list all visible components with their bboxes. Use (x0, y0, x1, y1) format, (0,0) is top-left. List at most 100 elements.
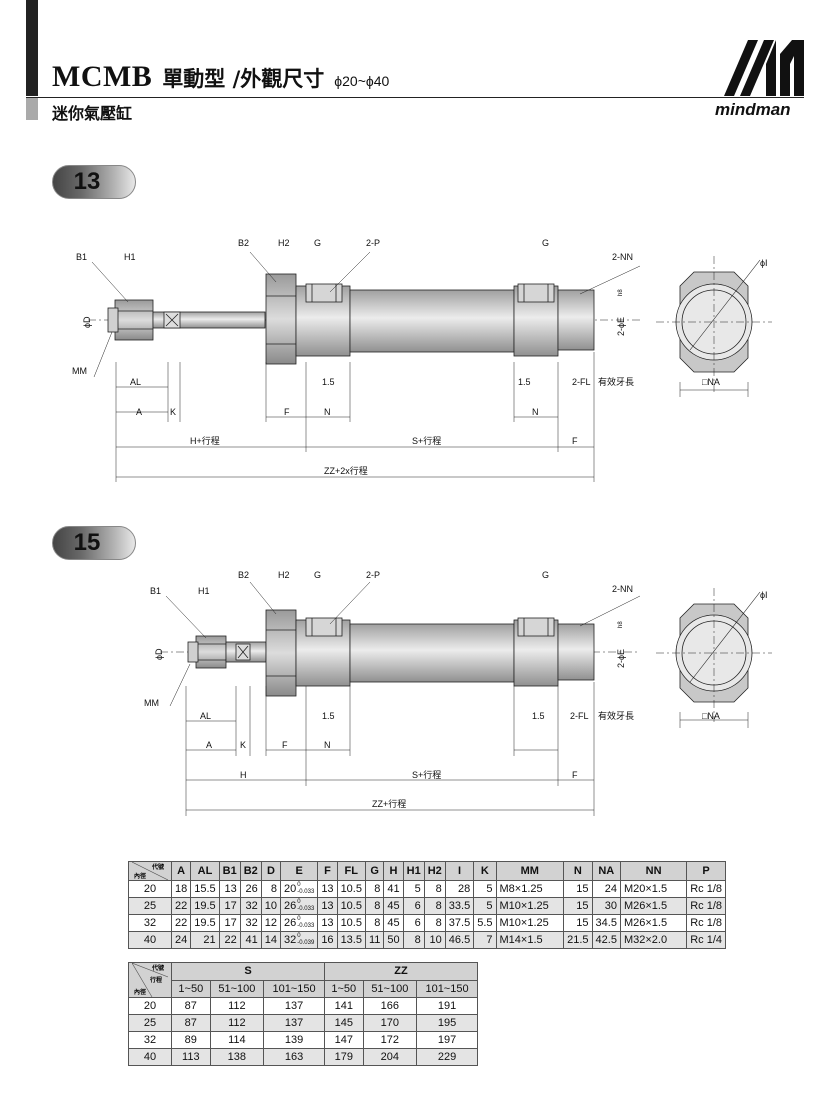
dim-label-k: K (170, 407, 176, 417)
cell-e-value: 20 (284, 883, 297, 895)
cell-mm: M10×1.25 (495, 914, 565, 932)
dim-label-phi-d: ϕD (82, 316, 92, 328)
dim-label-b1: B1 (76, 252, 87, 262)
dim-label-na: □NA (702, 377, 720, 387)
dim-label-h-stroke: H+行程 (190, 435, 220, 446)
cell-stroke-value: 139 (263, 1031, 325, 1049)
header-rule (26, 97, 804, 98)
brand-name: mindman (715, 100, 791, 119)
dim-label-phi-i: ϕI (760, 258, 768, 268)
cell-stroke-value: 204 (362, 1048, 418, 1066)
range-header: 1~50 (323, 979, 364, 998)
cylinder-drawing-15: B1 H1 B2 H2 G 2-P G 2-NN ϕI ϕD 2-ϕE h8 M… (144, 570, 772, 816)
subtitle-marker (26, 98, 38, 120)
cell-stroke-value: 145 (323, 1014, 364, 1032)
corner-bore: 內徑 (134, 872, 146, 880)
corner-code: 代號 (151, 964, 164, 972)
dim-label-thread-length: 有效牙長 (598, 710, 634, 721)
dim-label-zz: ZZ+2x行程 (324, 465, 368, 476)
cell-stroke-value: 112 (209, 997, 265, 1015)
dim-label-h: H (240, 770, 247, 780)
dim-label-fl: 2-FL (572, 377, 591, 387)
cell-e-tolerance: 0-0.033 (297, 882, 314, 896)
col-header: H (383, 861, 404, 881)
cell-n: 15 (563, 914, 593, 932)
dim-label-s-stroke: S+行程 (412, 435, 441, 446)
dim-label-k: K (240, 740, 246, 750)
cell-i: 46.5 (444, 931, 475, 949)
col-header: K (473, 861, 497, 881)
cell-e-tolerance: 0-0.033 (297, 916, 314, 930)
cell-na: 24 (591, 880, 621, 898)
cell-f: 13 (317, 897, 338, 915)
cell-h2: 8 (423, 897, 446, 915)
title-type: 單動型 /外觀尺寸 (162, 66, 325, 91)
range-header: 101~150 (416, 979, 478, 998)
table-corner: 代號 內徑 (128, 861, 172, 881)
cell-h1: 8 (402, 931, 425, 949)
col-header: B2 (239, 861, 262, 881)
cell-al: 21 (190, 931, 220, 949)
dim-label-phi-i: ϕI (760, 590, 768, 600)
cell-i: 33.5 (444, 897, 475, 915)
cell-e-tolerance: 0-0.033 (297, 899, 314, 913)
cell-h1: 6 (402, 897, 425, 915)
cell-a: 24 (170, 931, 192, 949)
cell-stroke-value: 137 (263, 1014, 325, 1032)
col-header: AL (190, 861, 220, 881)
cell-al: 19.5 (190, 914, 220, 932)
cell-k: 5 (473, 897, 497, 915)
cell-fl: 13.5 (336, 931, 366, 949)
cell-e-value: 32 (284, 934, 297, 946)
corner-stroke: 行程 (149, 976, 162, 984)
col-header: B1 (218, 861, 241, 881)
cell-h: 41 (383, 880, 404, 898)
dim-label-phi-e: 2-ϕE (616, 317, 626, 336)
dim-label-h1: H1 (198, 586, 210, 596)
cell-stroke-value: 179 (323, 1048, 364, 1066)
cell-na: 34.5 (591, 914, 621, 932)
dim-label-f1: F (284, 407, 290, 417)
dim-label-nn: 2-NN (612, 252, 633, 262)
col-header: FL (336, 861, 366, 881)
cell-p: Rc 1/4 (686, 931, 726, 949)
cell-n: 15 (563, 897, 593, 915)
dim-label-na: □NA (702, 711, 720, 721)
cell-stroke-value: 141 (323, 997, 364, 1015)
cell-b2: 41 (239, 931, 262, 949)
page-subtitle: 迷你氣壓缸 (52, 104, 133, 123)
title-bore-range: ϕ20~ϕ40 (334, 73, 390, 89)
range-header: 51~100 (362, 979, 418, 998)
cell-b2: 32 (239, 914, 262, 932)
cell-b1: 13 (218, 880, 241, 898)
title-model: MCMB (52, 60, 153, 93)
dim-label-f1: F (282, 740, 288, 750)
cell-stroke-value: 163 (263, 1048, 325, 1066)
cell-stroke-value: 89 (171, 1031, 211, 1049)
cell-a: 18 (170, 880, 192, 898)
col-header: NA (591, 861, 621, 881)
cell-bore: 40 (128, 1048, 172, 1066)
cell-stroke-value: 229 (416, 1048, 478, 1066)
corner-code: 代號 (151, 863, 164, 871)
col-header: I (444, 861, 475, 881)
col-header: A (170, 861, 192, 881)
tolerance-upper: 0 (297, 882, 301, 889)
cell-stroke-value: 166 (362, 997, 418, 1015)
cell-bore: 40 (128, 931, 172, 949)
cell-stroke-value: 172 (362, 1031, 418, 1049)
cell-al: 15.5 (190, 880, 220, 898)
cell-stroke-value: 170 (362, 1014, 418, 1032)
cell-stroke-value: 138 (209, 1048, 265, 1066)
cell-mm: M8×1.25 (495, 880, 565, 898)
col-header: NN (619, 861, 688, 881)
col-header: G (364, 861, 385, 881)
cell-bore: 20 (128, 880, 172, 898)
